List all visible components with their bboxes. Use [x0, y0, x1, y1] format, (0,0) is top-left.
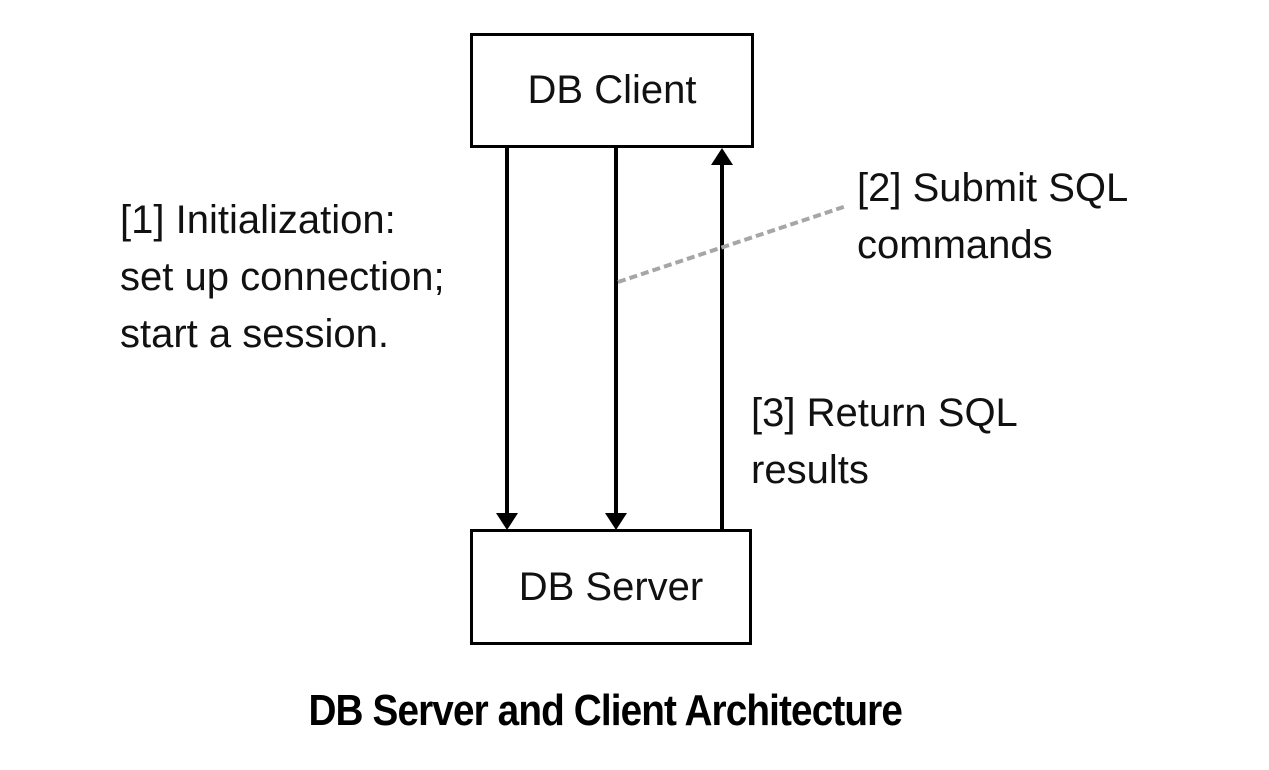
- db-client-box: DB Client: [470, 33, 754, 148]
- annotation-initialization: [1] Initialization: set up connection; s…: [120, 192, 445, 363]
- down-arrow-2-line: [614, 148, 618, 514]
- annotation-submit-sql: [2] Submit SQL commands: [857, 160, 1128, 274]
- annotation-return-sql-line-2: results: [751, 448, 869, 492]
- annotation-initialization-line-2: set up connection;: [120, 255, 445, 299]
- down-arrow-1-head-icon: [496, 513, 518, 530]
- up-arrow-line: [720, 164, 724, 530]
- diagram-title: DB Server and Client Architecture: [308, 686, 902, 735]
- submit-leader-dashed-line: [617, 204, 845, 284]
- annotation-submit-sql-line-2: commands: [857, 223, 1053, 267]
- down-arrow-2-head-icon: [605, 513, 627, 530]
- annotation-submit-sql-line-1: [2] Submit SQL: [857, 166, 1129, 210]
- diagram-title-container: DB Server and Client Architecture: [170, 686, 1040, 736]
- annotation-return-sql: [3] Return SQL results: [751, 385, 1018, 499]
- db-server-label: DB Server: [518, 564, 704, 609]
- db-server-box: DB Server: [470, 529, 752, 645]
- up-arrow-head-icon: [711, 148, 733, 165]
- annotation-initialization-line-1: [1] Initialization:: [120, 198, 396, 242]
- down-arrow-1-line: [505, 148, 509, 514]
- db-client-label: DB Client: [527, 68, 697, 112]
- annotation-return-sql-line-1: [3] Return SQL: [751, 391, 1018, 435]
- annotation-initialization-line-3: start a session.: [120, 312, 390, 356]
